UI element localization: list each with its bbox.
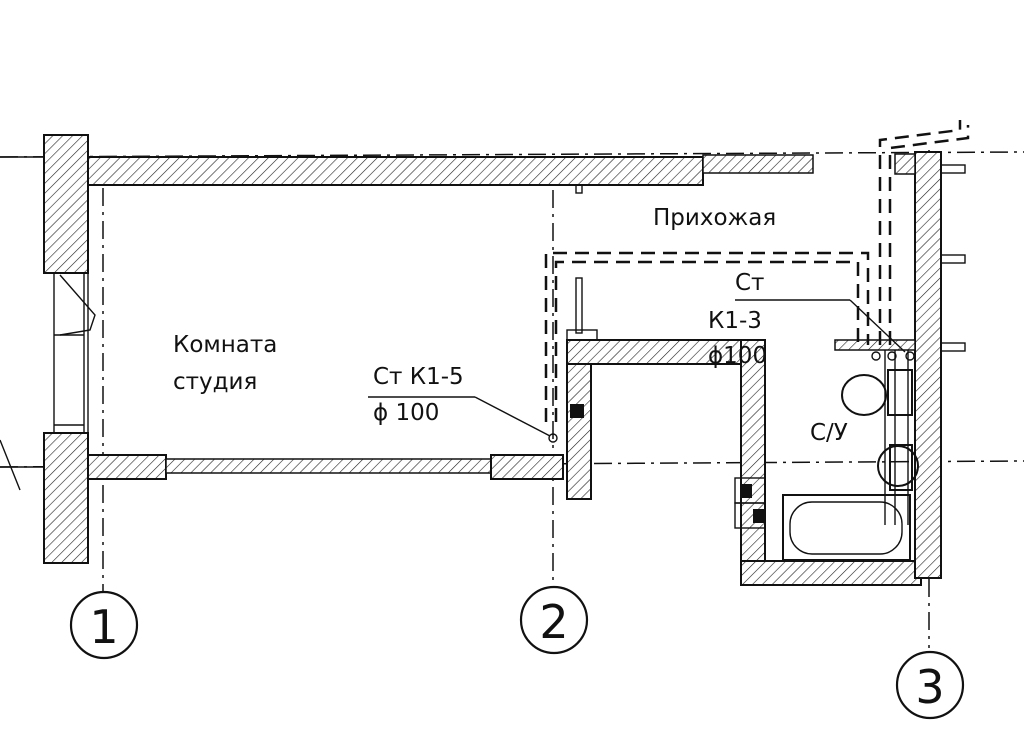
top-wall xyxy=(87,154,814,194)
axis-number-2: 2 xyxy=(539,595,568,649)
axis-number-3: 3 xyxy=(915,660,944,714)
middle-partition xyxy=(87,454,564,480)
left-exterior-wall xyxy=(0,134,96,564)
riser-k1-3-code: К1-3 xyxy=(708,308,762,334)
room-label-bathroom: С/У xyxy=(810,420,848,446)
room-label-hallway: Прихожая xyxy=(653,205,776,231)
toilet xyxy=(841,369,913,416)
right-exterior-wall xyxy=(834,151,966,579)
riser-k1-3-label: Ст xyxy=(735,270,764,296)
riser-markers xyxy=(548,351,915,443)
axis-number-1: 1 xyxy=(89,600,118,654)
bathroom-walls xyxy=(566,277,922,586)
axis-bubble-2: 2 xyxy=(519,585,589,655)
riser-k1-5-diameter: ϕ 100 xyxy=(373,400,439,426)
bathtub xyxy=(782,494,911,561)
sink xyxy=(877,350,919,525)
leader-lines xyxy=(368,299,906,437)
room-label-studio: Комната xyxy=(173,332,277,358)
sewer-lines xyxy=(544,120,970,422)
axis-bubble-3: 3 xyxy=(895,650,965,720)
axis-bubble-1: 1 xyxy=(69,590,139,660)
room-label-studio-2: студия xyxy=(173,369,257,395)
riser-k1-5-label: Ст К1-5 xyxy=(373,364,464,390)
riser-k1-3-diameter: ϕ100 xyxy=(708,343,767,369)
